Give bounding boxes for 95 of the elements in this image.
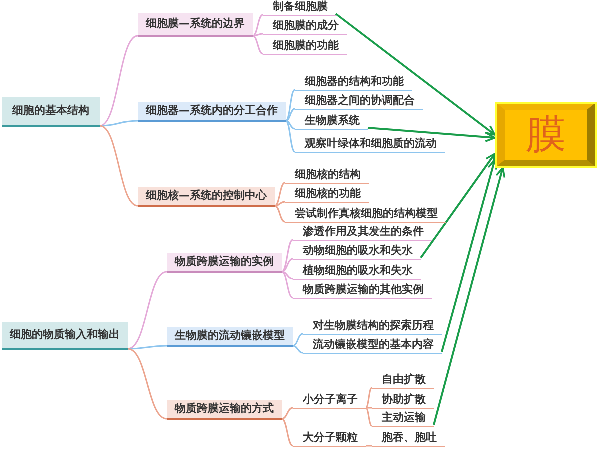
leaf-text: 细胞核的结构 (295, 168, 361, 181)
branch-line (282, 271, 294, 280)
branch-line (292, 333, 304, 347)
branch-line (366, 407, 372, 427)
branch-line (286, 120, 296, 153)
leaf-topic (372, 431, 445, 447)
leaf-text: 大分子颗粒 (303, 431, 358, 444)
arrow (433, 167, 506, 426)
branch-line (282, 239, 294, 273)
branch-line (286, 89, 296, 122)
leaf-text: 细胞器之间的协调配合 (305, 94, 415, 107)
leaf-text: 动物细胞的吸水和失水 (303, 244, 413, 257)
subtopic-text: 细胞器—系统内的分工合作 (146, 103, 278, 119)
branch-line (100, 120, 138, 127)
leaf-topic (293, 225, 432, 241)
branch-line (252, 14, 264, 37)
leaf-topic (293, 393, 366, 409)
subtopic-text: 物质跨膜运输的实例 (175, 254, 274, 270)
leaf-topic (295, 137, 445, 153)
branch-line (128, 271, 168, 350)
branch-line (128, 348, 168, 420)
branch-line (365, 387, 373, 409)
leaf-text: 主动运输 (382, 411, 426, 424)
branch-line (274, 205, 286, 223)
leaf-topic (285, 207, 446, 223)
branch-line (100, 35, 138, 127)
leaf-text: 生物膜系统 (305, 114, 360, 127)
branch-line (274, 182, 286, 207)
branch-line (282, 407, 294, 420)
subtopic-text: 物质跨膜运输的方式 (175, 401, 274, 417)
branch-line (100, 125, 138, 207)
branch-line (128, 345, 168, 350)
leaf-topic (295, 75, 412, 91)
leaf-text: 小分子离子 (303, 393, 358, 406)
subtopic-text: 生物膜的流动镶嵌模型 (175, 328, 285, 344)
arrow (335, 13, 496, 136)
leaf-topic (303, 338, 442, 354)
leaf-text: 胞吞、胞吐 (382, 431, 437, 444)
subtopic-box (138, 187, 275, 207)
leaf-text: 物质跨膜运输的其他实例 (303, 283, 424, 296)
leaf-topic (263, 19, 347, 35)
branch-line (286, 120, 296, 130)
leaf-text: 制备细胞膜 (273, 0, 328, 13)
leaf-text: 细胞核的功能 (295, 187, 361, 200)
topic-box (2, 322, 128, 350)
branch-line (282, 271, 294, 299)
branch-line (292, 345, 304, 354)
subtopic-text: 细胞膜—系统的边界 (146, 16, 245, 32)
topic-box (2, 97, 100, 127)
branch-line (282, 418, 294, 447)
leaf-text: 细胞膜的成分 (273, 19, 339, 32)
leaf-text: 观察叶绿体和细胞质的流动 (305, 137, 437, 150)
leaf-topic (263, 0, 336, 16)
arrow (368, 127, 496, 142)
arrow (420, 153, 496, 259)
branch-line (282, 258, 294, 273)
leaf-topic (372, 373, 434, 389)
leaf-text: 自由扩散 (382, 373, 426, 386)
arrow (441, 159, 498, 352)
leaf-topic (285, 168, 369, 184)
leaf-topic (285, 187, 369, 203)
leaf-topic (295, 94, 423, 110)
leaf-text: 流动镶嵌模型的基本内容 (313, 338, 434, 351)
leaf-text: 细胞膜的功能 (273, 39, 339, 52)
subtopic-box (138, 102, 286, 122)
branch-line (274, 201, 286, 207)
leaf-topic (372, 393, 434, 409)
leaf-text: 对生物膜结构的探索历程 (313, 319, 434, 332)
box-title: 膜 (526, 112, 566, 157)
leaf-topic (293, 244, 421, 260)
subtopic-box (167, 327, 293, 347)
leaf-text: 尝试制作真核细胞的结构模型 (295, 207, 438, 220)
leaf-topic (372, 411, 434, 427)
subtopic-box (167, 400, 282, 420)
branch-line (366, 407, 372, 409)
topic-text: 细胞的物质输入和输出 (10, 327, 120, 343)
leaf-text: 协助扩散 (382, 393, 426, 406)
leaf-text: 细胞器的结构和功能 (305, 75, 404, 88)
leaf-topic (293, 283, 432, 299)
leaf-topic (293, 264, 421, 280)
leaf-text: 渗透作用及其发生的条件 (303, 225, 424, 238)
subtopic-box (138, 13, 253, 37)
branch-line (252, 33, 264, 37)
subtopic-box (167, 253, 282, 273)
branch-line (366, 445, 372, 447)
branch-line (252, 35, 264, 55)
subtopic-text: 细胞核—系统的控制中心 (146, 188, 267, 204)
leaf-topic (303, 319, 442, 335)
leaf-text: 植物细胞的吸水和失水 (303, 264, 413, 277)
branch-line (286, 108, 296, 122)
topic-text: 细胞的基本结构 (12, 103, 90, 119)
leaf-topic (293, 431, 366, 447)
beveled-box (495, 102, 597, 168)
leaf-topic (263, 39, 347, 55)
leaf-topic (295, 114, 368, 130)
